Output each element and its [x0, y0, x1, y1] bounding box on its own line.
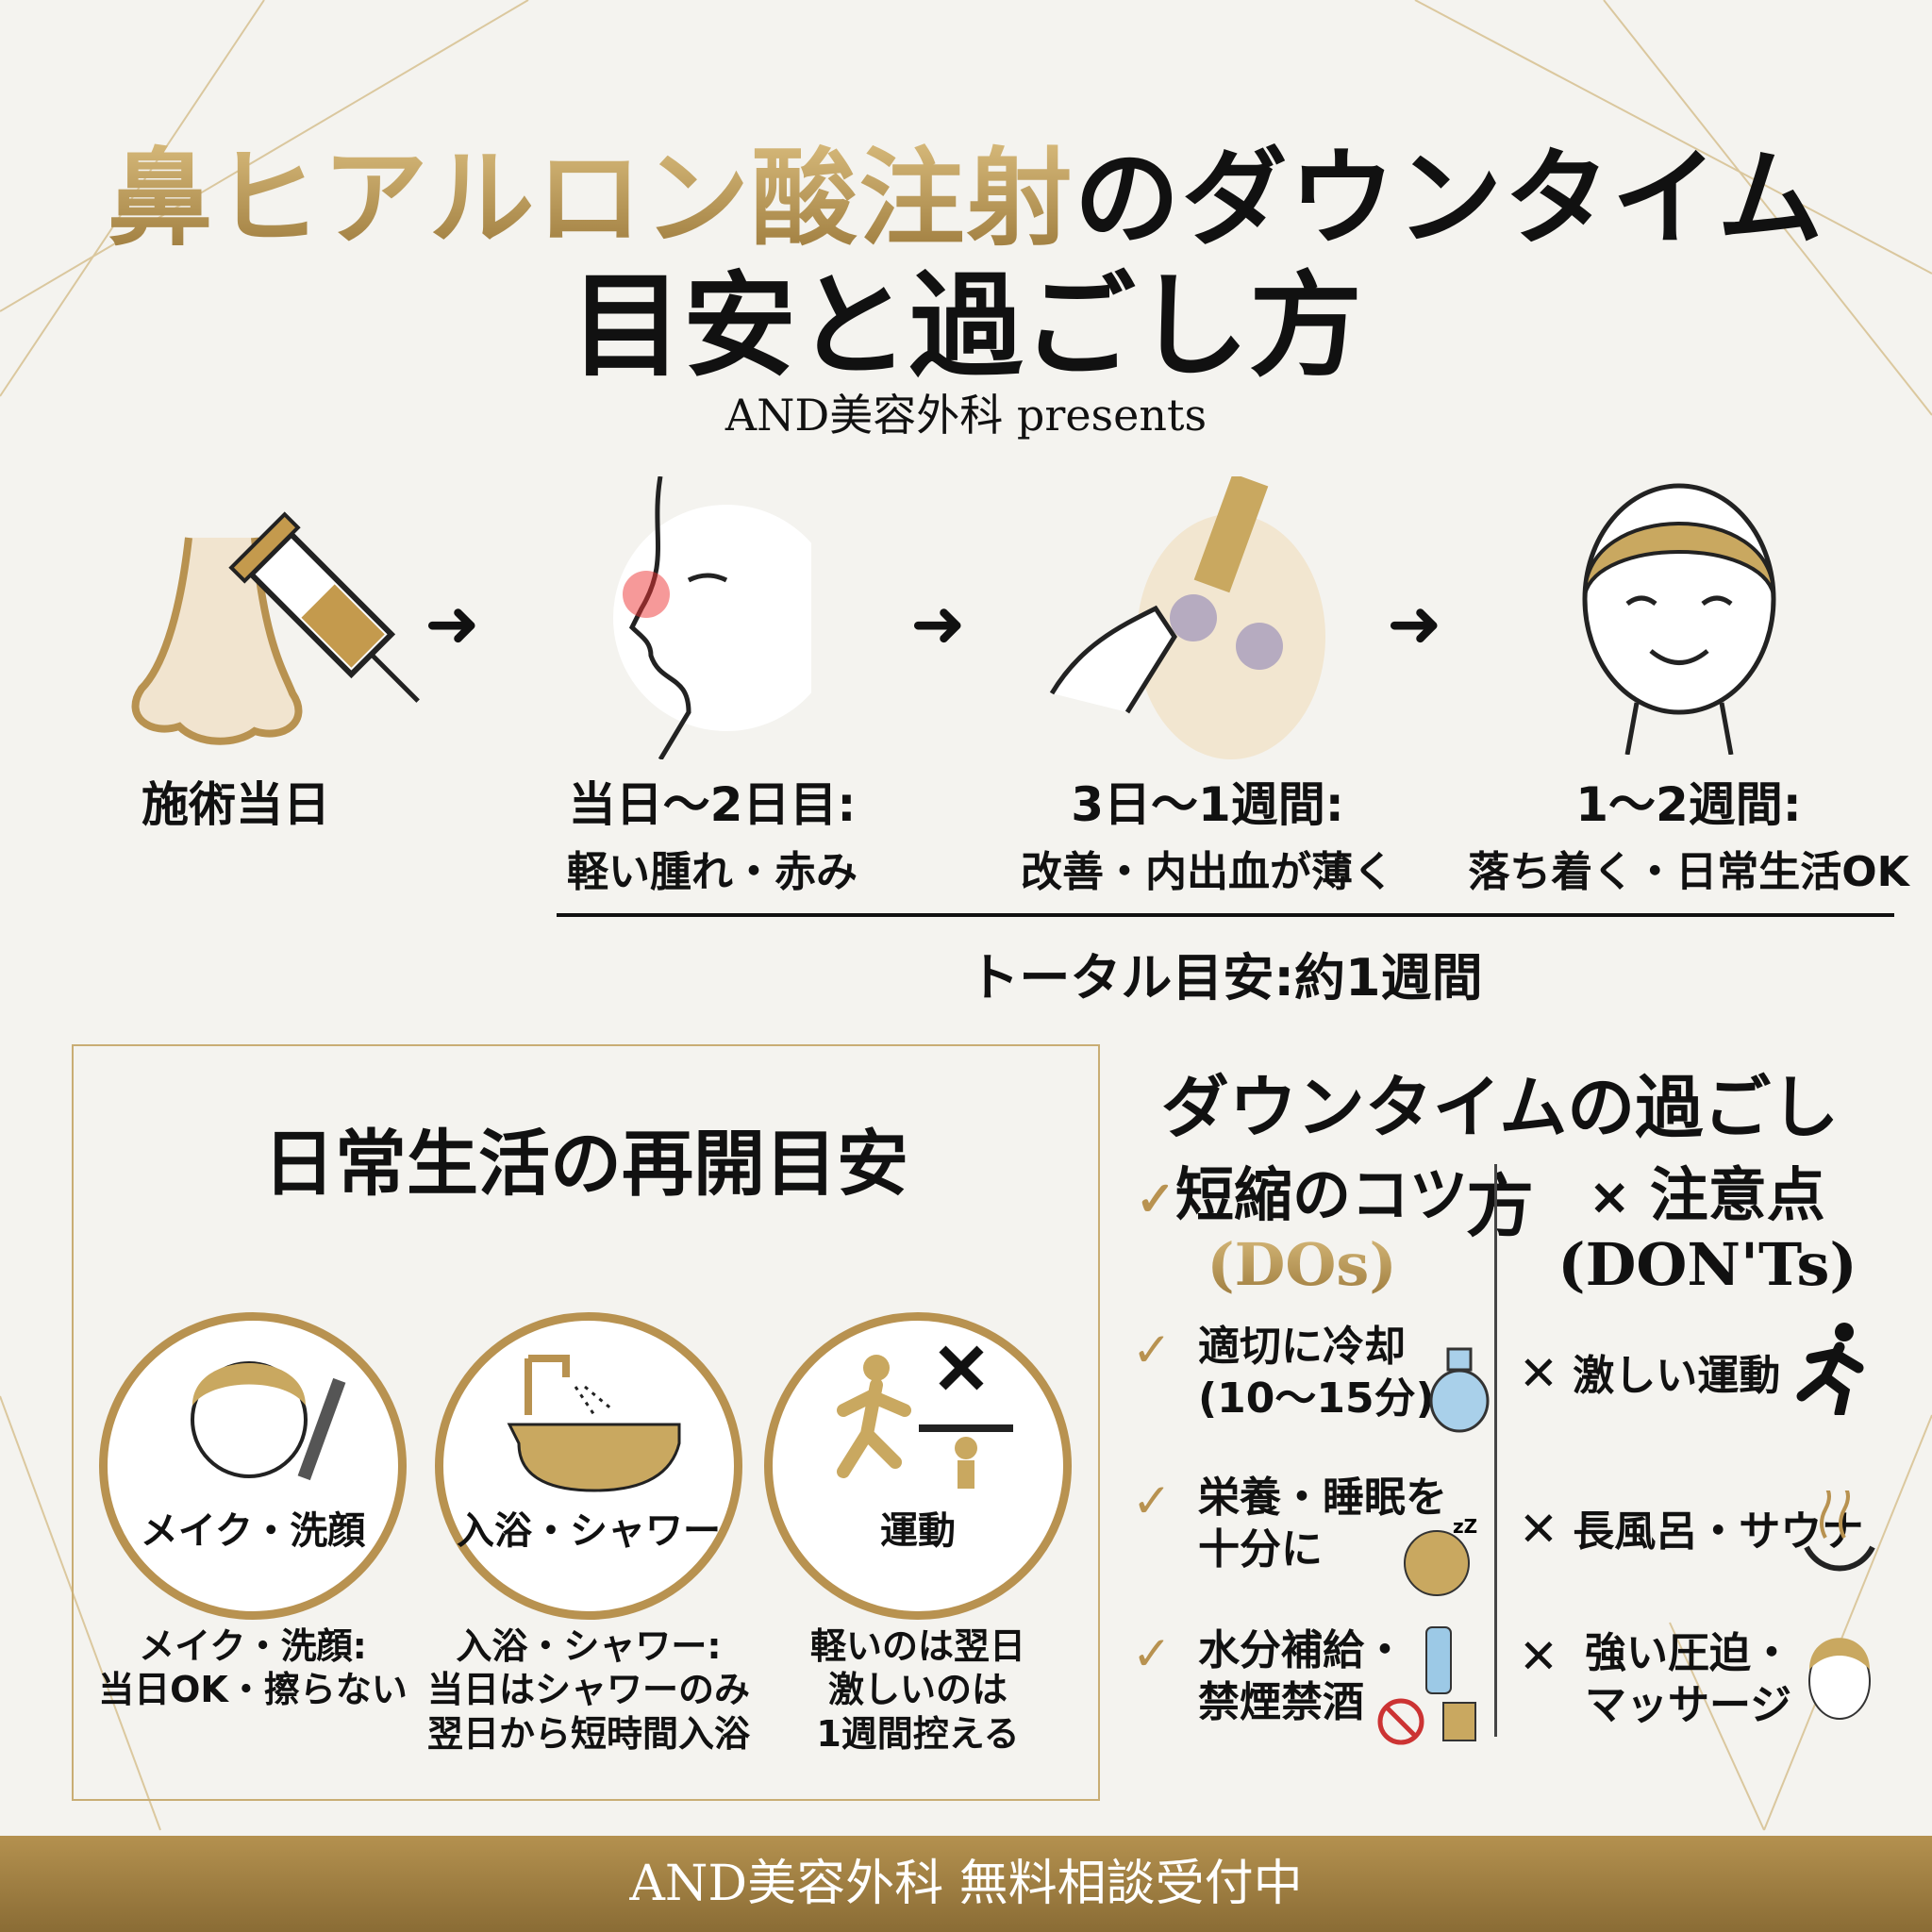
makeup-label: メイク・洗顔 — [140, 1509, 366, 1553]
donts-sub: (DON'Ts) — [1557, 1230, 1857, 1300]
makeup-caption: メイク・洗顔:当日OK・擦らない — [83, 1624, 423, 1712]
item-line: 長風呂・サウナ — [1573, 1507, 1864, 1556]
hot-spring-icon — [1804, 1491, 1875, 1572]
item-line: マッサージ — [1585, 1681, 1792, 1729]
item-line: 禁煙禁酒 — [1198, 1678, 1364, 1726]
footer-banner: AND美容外科 無料相談受付中 — [0, 1836, 1932, 1932]
bath-label: 入浴・シャワー — [457, 1509, 721, 1553]
step-sub-week1-2: 落ち着く・日常生活OK — [1468, 848, 1909, 896]
arrow-icon: ➜ — [425, 585, 480, 662]
donts-title: 注意点 — [1649, 1160, 1825, 1229]
item-line: 十分に — [1198, 1525, 1323, 1574]
footer-text: AND美容外科 無料相談受付中 — [629, 1856, 1303, 1912]
presents-text: AND美容外科 presents — [724, 390, 1208, 441]
downtime-heading: ダウンタイムの過ごし方 — [1160, 1067, 1840, 1246]
exercise-circle: 運動 — [764, 1312, 1072, 1620]
concealer-face-icon — [1049, 476, 1325, 759]
step-sub-day1-2: 軽い腫れ・赤み — [567, 848, 858, 896]
cross-icon: ✕ — [1519, 1346, 1558, 1401]
caption-line: メイク・洗顔: — [139, 1625, 367, 1667]
caption-line: 1週間控える — [816, 1712, 1020, 1755]
check-icon: ✓ — [1132, 1474, 1172, 1528]
dos-title: 短縮のコツ — [1174, 1160, 1468, 1229]
title-black: のダウンタイム — [1074, 137, 1825, 260]
bath-circle: 入浴・シャワー — [435, 1312, 742, 1620]
do-item-hydration: ✓ 水分補給・禁煙禁酒 — [1132, 1624, 1406, 1728]
check-icon: ✓ — [1136, 1171, 1175, 1226]
step-label-day-of: 施術当日 — [142, 777, 330, 832]
title-line-2: 目安と過ごし方 — [570, 259, 1362, 392]
caption-line: 激しいのは — [827, 1669, 1008, 1711]
ice-bag-icon — [1429, 1347, 1490, 1433]
caption-line: 当日OK・擦らない — [98, 1669, 408, 1711]
step-label-week1-2: 1〜2週間: — [1575, 777, 1802, 832]
water-no-smoking-beer-icon — [1377, 1626, 1476, 1745]
caption-line: 入浴・シャワー: — [456, 1625, 722, 1667]
check-icon: ✓ — [1132, 1626, 1172, 1681]
resume-box — [72, 1044, 1100, 1801]
caption-line: 翌日から短時間入浴 — [426, 1712, 750, 1755]
item-line: 栄養・睡眠を — [1198, 1474, 1447, 1522]
caption-line: 当日はシャワーのみ — [426, 1669, 750, 1711]
cross-icon: ✕ — [1519, 1629, 1558, 1684]
item-line: 強い圧迫・ — [1585, 1629, 1792, 1677]
arrow-icon: ➜ — [1387, 585, 1442, 662]
do-item-cooling: ✓ 適切に冷却(10〜15分) — [1132, 1321, 1435, 1424]
face-massage-icon — [1808, 1638, 1871, 1720]
dos-heading: ✓短縮のコツ (DOs) — [1113, 1160, 1491, 1301]
step-sub-day3-week1: 改善・内出血が薄く — [1021, 848, 1394, 896]
item-line: (10〜15分) — [1198, 1374, 1435, 1423]
svg-text:zZ: zZ — [1453, 1515, 1477, 1538]
column-divider — [1494, 1164, 1497, 1737]
swollen-face-icon — [613, 476, 811, 759]
exercise-icon — [837, 1345, 1013, 1489]
total-downtime: トータル目安:約1週間 — [968, 948, 1483, 1008]
item-line: 激しい運動 — [1573, 1352, 1781, 1400]
donts-heading: ✕ 注意点 (DON'Ts) — [1509, 1160, 1906, 1301]
makeup-circle: メイク・洗顔 — [99, 1312, 407, 1620]
title-line-1: 鼻ヒアルロン酸注射のダウンタイム — [0, 113, 1932, 266]
exercise-label: 運動 — [880, 1509, 956, 1553]
check-icon: ✓ — [1132, 1323, 1172, 1377]
bath-caption: 入浴・シャワー:当日はシャワーのみ翌日から短時間入浴 — [419, 1624, 758, 1756]
dont-item-sauna: ✕ 長風呂・サウナ — [1519, 1500, 1863, 1559]
smiling-face-icon — [1582, 483, 1776, 755]
caption-line: 軽いのは翌日 — [809, 1625, 1025, 1667]
arrow-icon: ➜ — [910, 585, 966, 662]
sleeping-face-icon: zZ — [1404, 1515, 1477, 1596]
cross-icon: ✕ — [1590, 1171, 1630, 1226]
running-person-icon — [1796, 1323, 1864, 1415]
resume-heading: 日常生活の再開目安 — [263, 1122, 908, 1206]
do-item-sleep: ✓ 栄養・睡眠を十分に — [1132, 1472, 1447, 1575]
dos-sub: (DOs) — [1113, 1230, 1491, 1300]
title-gold: 鼻ヒアルロン酸注射 — [107, 137, 1074, 260]
item-line: 水分補給・ — [1198, 1626, 1406, 1674]
bathtub-icon — [507, 1355, 681, 1492]
dont-item-pressure: ✕ 強い圧迫・マッサージ — [1519, 1627, 1792, 1731]
syringe-nose-icon — [131, 511, 420, 745]
item-line: 適切に冷却 — [1198, 1323, 1406, 1371]
step-label-day3-week1: 3日〜1週間: — [1071, 777, 1344, 832]
step-label-day1-2: 当日〜2日目: — [568, 777, 857, 832]
divider-line — [557, 913, 1894, 917]
face-wash-icon — [191, 1361, 346, 1481]
cross-icon: ✕ — [1519, 1502, 1558, 1557]
dont-item-exercise: ✕ 激しい運動 — [1519, 1344, 1780, 1404]
